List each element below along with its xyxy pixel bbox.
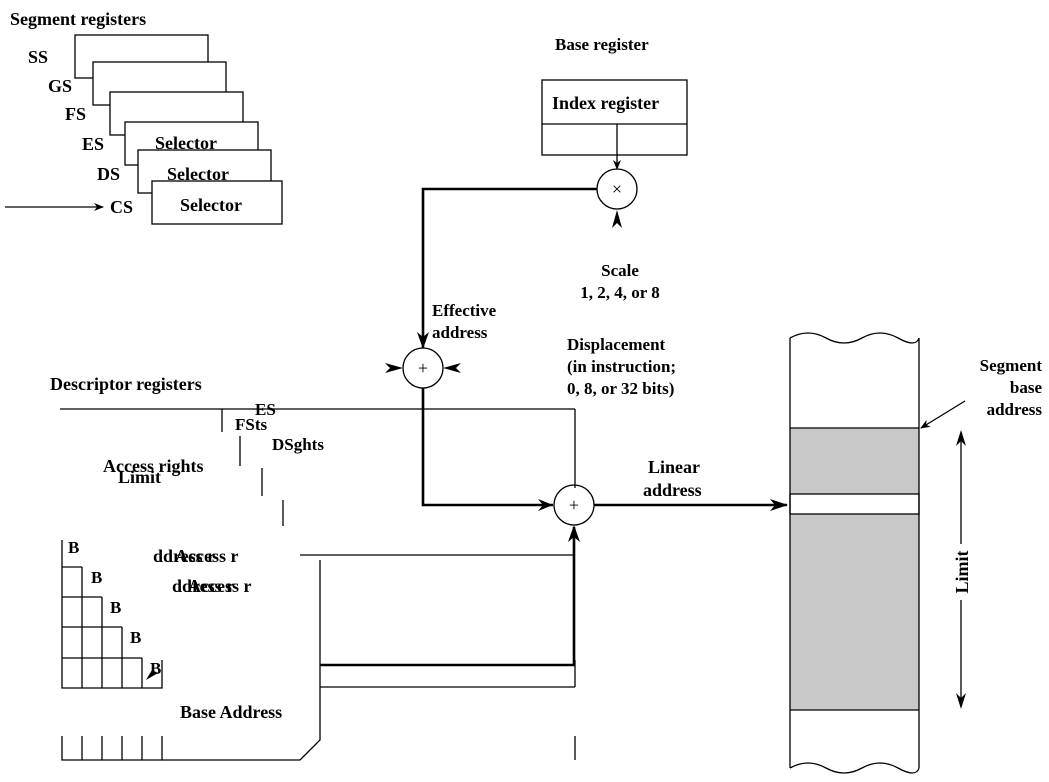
limit-arrow-up [956,430,966,446]
segment-registers-title: Segment registers [10,9,146,29]
scale-input-arrowhead [612,210,622,228]
segment-base-label-2: base [1010,378,1043,397]
limit-label: Limit [952,550,972,593]
desc-b-3: B [110,598,121,617]
right-input-arrowhead [443,363,461,373]
desc-access-rights-label: Access rights [103,456,203,476]
segment-base-path [320,527,576,667]
desc-b-2: B [91,568,102,587]
desc-dsghts-label: DSghts [272,435,324,454]
desc-ddress-r-1: ddress r [153,546,215,566]
limit-arrow-down [956,693,966,709]
desc-b-5: B [150,659,161,678]
segment-shaded-region [790,428,919,710]
displacement-label-2: (in instruction; [567,357,676,376]
desc-limit-label: Limit [118,467,161,487]
memory-column [789,332,920,774]
linear-address-label-2: address [643,480,702,500]
left-input-arrowhead [385,363,403,373]
cs-selector-label: Selector [180,195,242,215]
base-address-label: Base Address [180,702,282,722]
index-register-label: Index register [552,93,659,113]
scale-label: Scale [601,261,639,280]
segment-base-pointer [920,400,966,429]
multiply-symbol: × [612,179,622,199]
scale-values: 1, 2, 4, or 8 [580,283,660,302]
ds-label: DS [97,164,120,184]
descriptor-register-stack: ES FSts DSghts Access rights Limit ddres… [60,400,576,761]
segment-base-arrowhead [568,525,580,542]
effective-to-linear-arrowhead [538,499,553,511]
displacement-label-1: Displacement [567,335,666,354]
ss-label: SS [28,47,48,67]
desc-fsts-label: FSts [235,415,268,434]
es-label: ES [82,134,104,154]
es-selector-label: Selector [155,133,217,153]
linear-address-label-1: Linear [648,457,700,477]
ds-selector-label: Selector [167,164,229,184]
scaled-index-arrowhead [417,332,429,349]
cs-label: CS [110,197,133,217]
segment-register-stack: Selector Selector Selector SS GS FS ES D… [28,34,283,225]
cs-register-box[interactable] [151,180,283,225]
desc-ddress-r-2: ddress r [172,576,234,596]
linear-adder-plus: + [569,495,579,515]
desc-es-label: ES [255,400,276,419]
desc-b-4: B [130,628,141,647]
effective-address-label-2: address [432,323,488,342]
effective-address-path [421,388,553,507]
effective-address-label-1: Effective [432,301,497,320]
segment-base-label-3: address [987,400,1043,419]
base-register-label: Base register [555,35,649,54]
memory-bottom-break [789,762,920,774]
linear-address-arrowhead [770,499,788,511]
gs-label: GS [48,76,72,96]
desc-b-1: B [68,538,79,557]
linear-address-slot[interactable] [789,493,920,515]
effective-adder-plus: + [418,358,428,378]
fs-label: FS [65,104,86,124]
desc-access-r-2: Access r [188,576,251,596]
displacement-label-3: 0, 8, or 32 bits) [567,379,674,398]
desc-access-r-1: Access r [175,546,238,566]
scaled-index-path [421,187,597,348]
segment-base-label-1: Segment [980,356,1043,375]
base-index-register-box[interactable] [541,79,688,156]
descriptor-registers-title: Descriptor registers [50,374,202,394]
memory-top-break [789,332,920,344]
